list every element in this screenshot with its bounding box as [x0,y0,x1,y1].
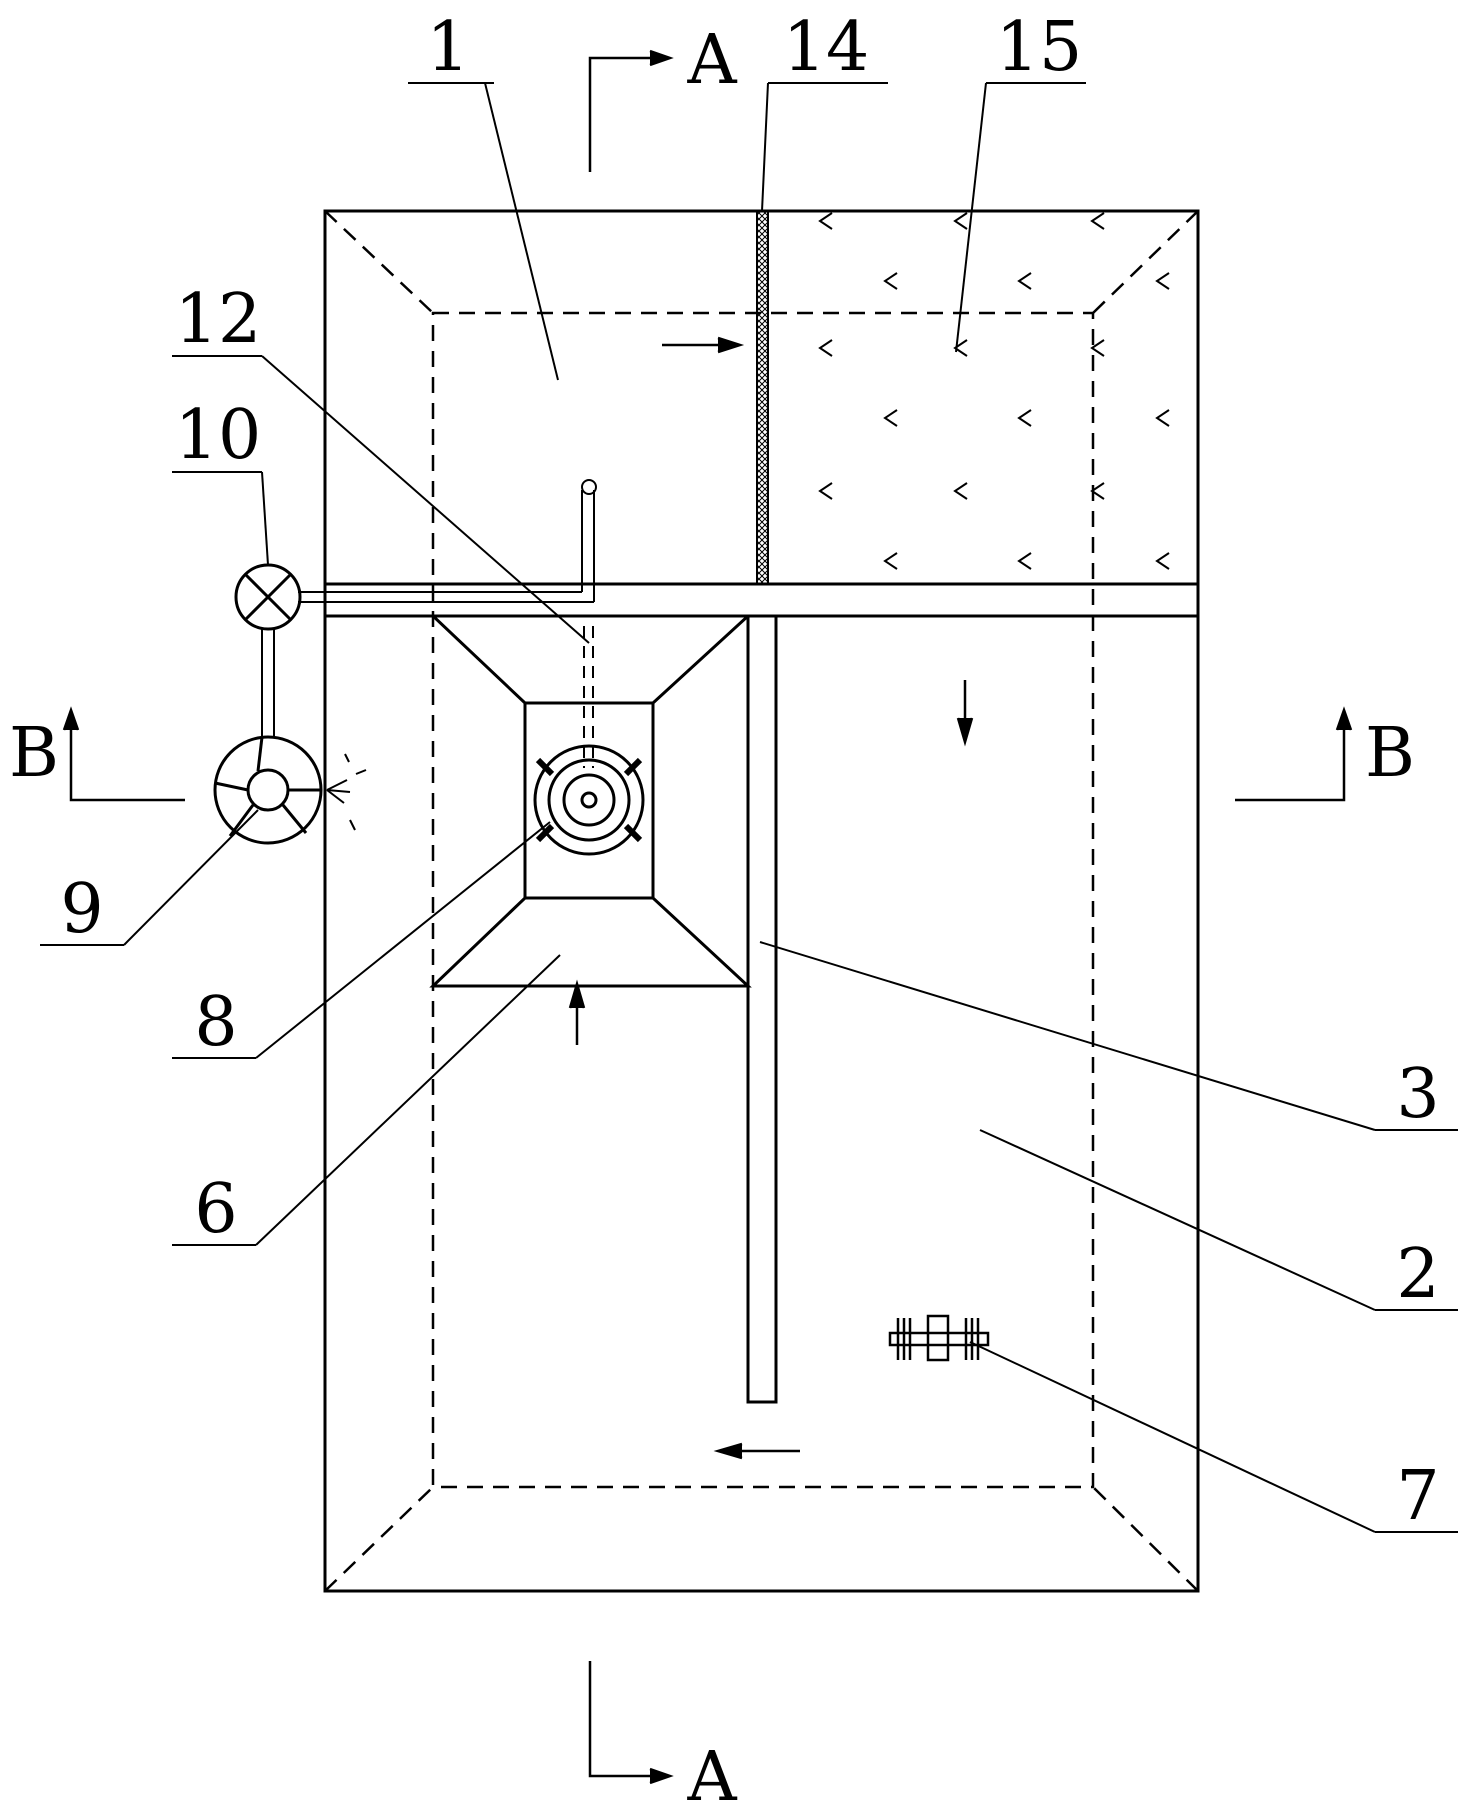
label-6: 6 [194,1170,237,1249]
label-12: 12 [175,280,262,359]
label-8: 8 [194,983,237,1062]
hopper-bottom-slope [429,896,752,988]
section-b-left: B [9,714,59,793]
tank-bottom-dashed [324,210,1199,1592]
flow-arrows [568,336,974,1460]
valve-10 [234,563,302,737]
hopper-top-slope [429,614,752,705]
media-arrows [818,212,1170,570]
section-a-bottom: A [686,1738,737,1808]
label-14: 14 [783,8,870,87]
blower-9 [213,735,323,845]
section-a-top: A [686,21,737,100]
section-marks [62,49,1353,1785]
label-1: 1 [426,8,469,87]
screen-14 [756,210,769,585]
device-7 [888,1314,990,1362]
label-10: 10 [175,396,262,475]
pipe-12 [298,479,597,768]
label-7: 7 [1396,1457,1439,1536]
label-9: 9 [60,870,103,949]
leader-lines [40,82,1458,1533]
hopper-center [523,701,655,900]
label-3: 3 [1396,1055,1439,1134]
label-15: 15 [996,8,1083,87]
section-b-right: B [1365,714,1415,793]
aerator-8 [533,744,645,856]
baffle-3 [746,616,778,1404]
label-2: 2 [1396,1235,1439,1314]
air-intake-icon [326,753,367,831]
